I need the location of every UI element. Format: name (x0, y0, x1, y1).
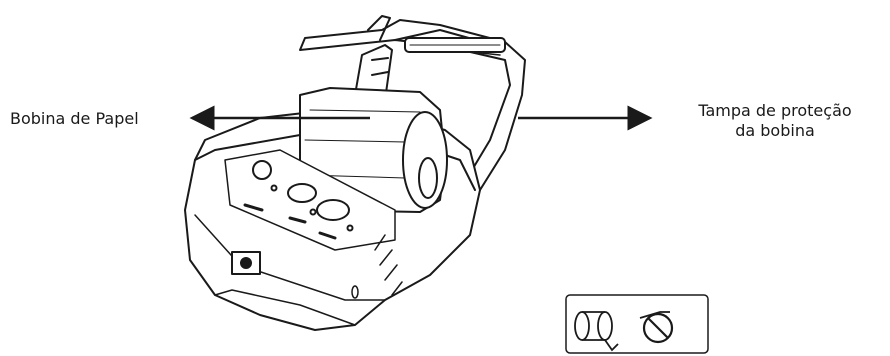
paper-roll-label: Bobina de Papel (10, 109, 139, 129)
orientation-inset (566, 295, 708, 353)
roll-cover-label: Tampa de proteção da bobina (660, 101, 890, 141)
roll-cover-label-line2: da bobina (660, 121, 890, 141)
paper-roll-correct-orientation-icon (575, 312, 618, 350)
power-button-icon (253, 161, 271, 179)
feed-button-icon (288, 184, 316, 202)
pair-button-icon (317, 200, 349, 220)
paper-roll-wrong-orientation-icon (640, 312, 672, 342)
roll-cover-label-line1: Tampa de proteção (660, 101, 890, 121)
printer-illustration (185, 16, 525, 330)
